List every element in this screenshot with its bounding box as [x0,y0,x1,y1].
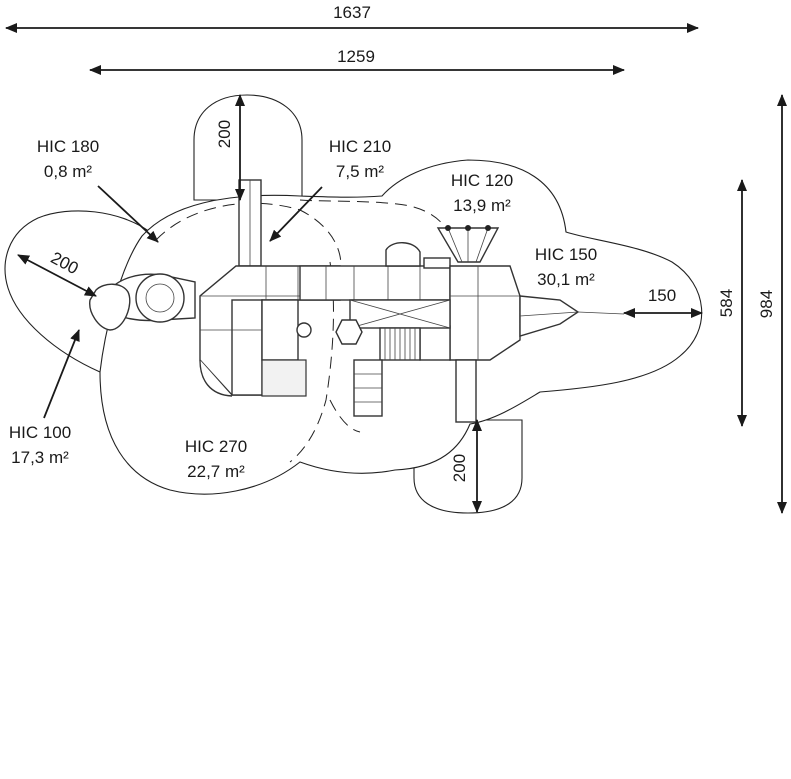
hic-180-leader [97,185,159,243]
play-structure [89,179,625,423]
top-extension-label: 200 [215,120,234,148]
zone-hic-100-area: 17,3 m² [11,448,69,467]
zone-hic-210-area: 7,5 m² [336,162,385,181]
total-height-label: 984 [757,290,776,318]
zone-hic-100-code: HIC 100 [9,423,71,442]
right-platform-block [419,225,521,361]
zone-hic-180-code: HIC 180 [37,137,99,156]
hic-100-leader [43,329,80,419]
stair-ramp [353,327,421,417]
inner-zone-dashed-left [155,202,342,463]
zone-hic-150-code: HIC 150 [535,245,597,264]
zone-hic-270-code: HIC 270 [185,437,247,456]
steering-wheel [296,322,312,338]
inner-height-label: 584 [717,289,736,317]
center-platform-block [299,242,451,301]
leader-arrows [43,185,323,419]
zone-hic-180-area: 0,8 m² [44,162,93,181]
right-extension-label: 150 [648,286,676,305]
dimension-lines: 1637 1259 984 584 200 200 200 150 [5,3,787,514]
tube-slide [89,273,196,331]
left-extension-dimension-line [17,254,97,297]
zone-hic-210-code: HIC 210 [329,137,391,156]
zone-labels: HIC 180 0,8 m² HIC 210 7,5 m² HIC 120 13… [9,137,597,481]
zone-hic-120-area: 13,9 m² [453,196,511,215]
bottom-extension-label: 200 [450,454,469,482]
zone-hic-270-area: 22,7 m² [187,462,245,481]
total-width-label: 1637 [333,3,371,22]
ship-bow [519,295,580,337]
bottom-slide [455,359,477,423]
zone-hic-150-area: 30,1 m² [537,270,595,289]
inner-width-label: 1259 [337,47,375,66]
zone-hic-120-code: HIC 120 [451,171,513,190]
hic-210-leader [269,186,323,242]
inner-zone-dashed-right [299,199,451,433]
crossing-bridge [335,299,451,345]
safety-zone-top-extension [193,94,303,201]
